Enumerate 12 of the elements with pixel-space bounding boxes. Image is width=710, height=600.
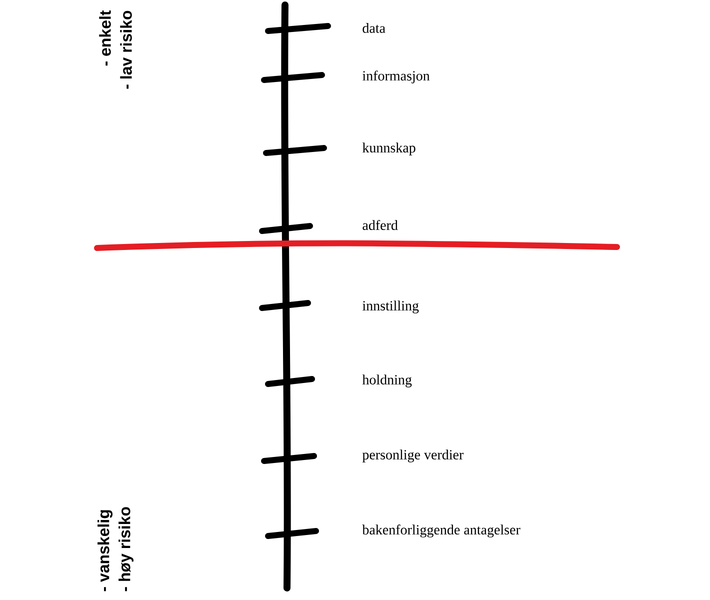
scale-label: innstilling — [362, 300, 419, 314]
scale-label: holdning — [362, 374, 412, 388]
scale-label: adferd — [362, 220, 398, 230]
scale-label: informasjon — [362, 70, 430, 84]
side-label: - høy risiko — [118, 507, 134, 592]
scale-label: kunnskap — [362, 142, 416, 156]
scale-label: personlige verdier — [362, 450, 464, 462]
scale-label: data — [362, 23, 386, 33]
side-label: - enkelt — [99, 10, 111, 66]
side-label: - vanskelig — [98, 510, 112, 592]
scale-label: bakenforliggende antagelser — [362, 524, 520, 538]
side-label: - lav risiko — [120, 10, 132, 89]
